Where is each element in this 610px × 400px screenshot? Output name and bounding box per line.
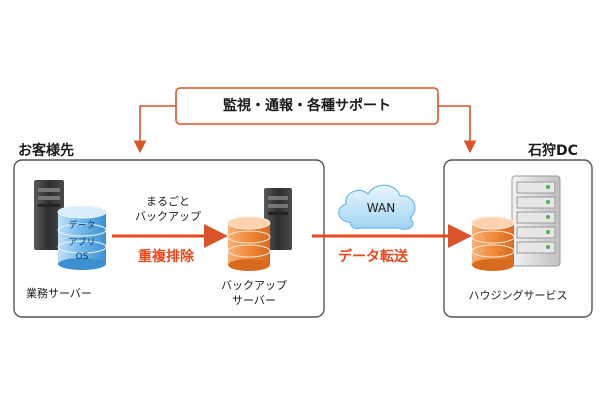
backup-disk-icon [227,216,271,271]
datacenter-disk-icon [471,216,515,271]
blue-database-icon [57,205,107,270]
housing-service-label: ハウジングサービス [468,289,568,302]
support-connector-right [438,105,477,154]
customer-site-frame [13,159,325,318]
layer-app-label: アプリ [68,238,96,248]
customer-site-title: お客様先 [18,143,74,159]
backup-server-label-line2: サーバー [232,294,276,307]
business-server-tower-icon [34,180,64,250]
backup-server-tower-icon [264,188,292,250]
rack-server-icon [511,175,561,267]
backup-server-label-line1: バックアップ [221,279,287,292]
wan-label: WAN [366,201,396,215]
layer-data-label: データ [68,221,96,231]
support-connector-left [133,105,176,154]
flow-caption-line1: まるごと [146,195,190,208]
flow-caption-line2: バックアップ [135,210,201,223]
datacenter-title: 石狩DC [528,143,578,159]
dedup-label: 重複排除 [138,249,194,265]
business-server-label: 業務サーバー [26,287,92,300]
layer-os-label: OS [75,252,89,262]
wan-cloud-icon [338,184,416,230]
transfer-label: データ転送 [338,249,408,265]
support-label: 監視・通報・各種サポート [223,98,391,114]
